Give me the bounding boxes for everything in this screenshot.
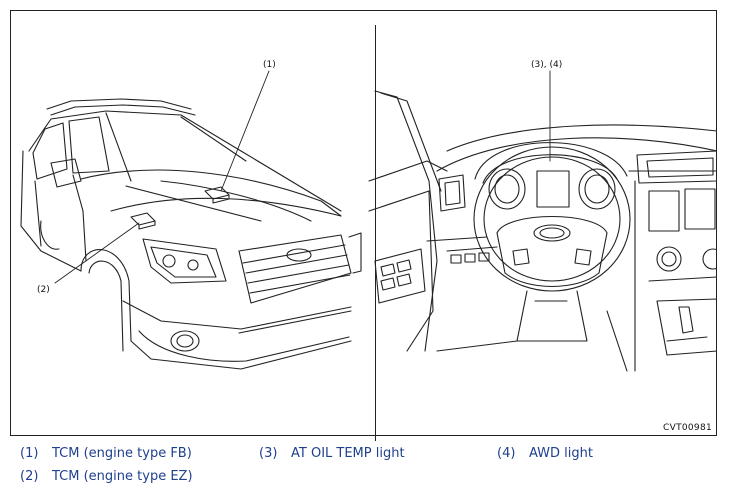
legend-number: (3) [259, 446, 278, 461]
car-exterior-illustration: (1) (2) [11, 11, 365, 435]
callout-3-4: (3), (4) [531, 60, 563, 70]
callout-2: (2) [37, 285, 50, 295]
dashboard-illustration: (3), (4) [367, 11, 717, 435]
legend: (1) TCM (engine type FB) (3) AT OIL TEMP l… [0, 440, 729, 492]
callout-1: (1) [263, 60, 276, 70]
figure-code: CVT00981 [663, 423, 712, 433]
legend-number: (1) [20, 446, 39, 461]
legend-text: TCM (engine type FB) [52, 446, 192, 461]
legend-number: (4) [497, 446, 516, 461]
legend-item-3: (3) AT OIL TEMP light [259, 446, 405, 461]
legend-text: TCM (engine type EZ) [52, 469, 193, 484]
figure-frame: (1) (2) [10, 10, 717, 441]
legend-text: AWD light [529, 446, 593, 461]
legend-number: (2) [20, 469, 39, 484]
panel-divider [375, 25, 376, 441]
legend-item-2: (2) TCM (engine type EZ) [20, 469, 193, 484]
legend-item-4: (4) AWD light [497, 446, 593, 461]
legend-text: AT OIL TEMP light [291, 446, 405, 461]
legend-item-1: (1) TCM (engine type FB) [20, 446, 192, 461]
